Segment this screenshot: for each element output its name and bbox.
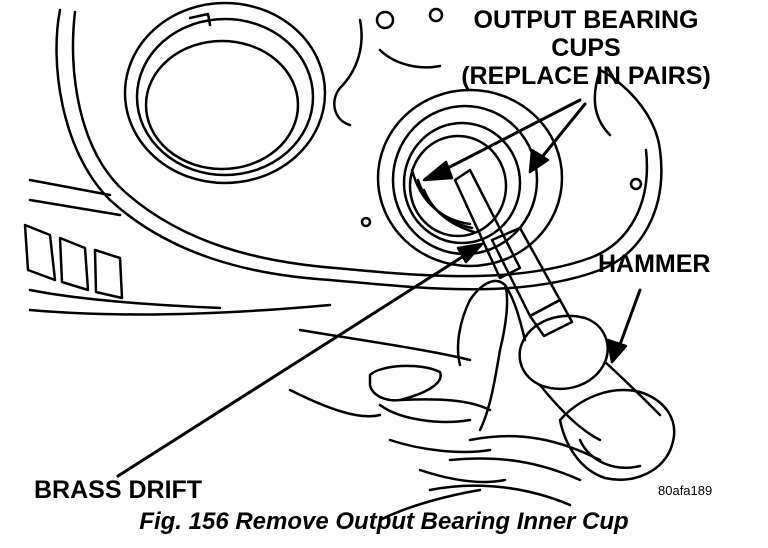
- figure-caption: Fig. 156 Remove Output Bearing Inner Cup: [139, 508, 629, 535]
- leader-arrows: [116, 98, 642, 478]
- work-surface: [428, 434, 602, 507]
- housing-outline: [55, 7, 663, 291]
- figure-code: 80afa189: [658, 483, 713, 498]
- hammer-label: HAMMER: [598, 250, 711, 278]
- case-ribs: [23, 178, 472, 418]
- cups-label-line1: OUTPUT BEARING: [473, 6, 699, 34]
- front-bore: [123, 1, 327, 185]
- output-bearing-bore: [376, 88, 564, 268]
- cups-label-line2: CUPS: [551, 34, 621, 62]
- hand: [368, 279, 527, 522]
- brass-drift: [453, 168, 574, 338]
- hammer: [518, 314, 676, 481]
- cups-label-line3: (REPLACE IN PAIRS): [461, 62, 711, 90]
- brass-drift-label: BRASS DRIFT: [34, 476, 203, 504]
- output-bearing-cups-label: OUTPUT BEARING CUPS (REPLACE IN PAIRS): [436, 8, 736, 92]
